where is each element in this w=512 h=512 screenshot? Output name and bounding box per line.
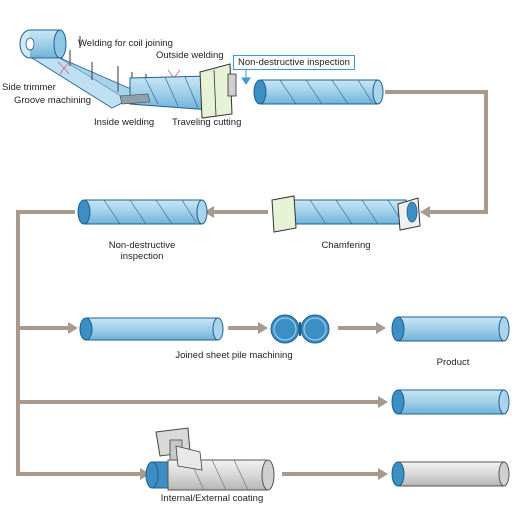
pipe-ndi-row2	[77, 199, 208, 225]
label-welding-for-coil-joining: Welding for coil joining	[78, 38, 173, 49]
label-internal-external-coating: Internal/External coating	[160, 493, 264, 504]
coil-roll	[19, 29, 67, 59]
label-outside-welding: Outside welding	[156, 50, 224, 61]
label-side-trimmer: Side trimmer	[2, 82, 56, 93]
joined-sheet-pile-icon	[270, 314, 330, 344]
pipe-product	[391, 316, 510, 342]
pipe-coated-final	[391, 461, 510, 487]
flow-lines	[16, 90, 488, 476]
label-groove-machining: Groove machining	[14, 95, 92, 106]
label-non-destructive-inspection-top: Non-destructive inspection	[233, 55, 355, 70]
label-inside-welding: Inside welding	[94, 117, 155, 128]
pipe-chamfering	[271, 195, 421, 233]
pipe-row3-left	[79, 317, 224, 341]
label-joined-sheet-pile-machining: Joined sheet pile machining	[175, 350, 293, 361]
label-ndi-line1: Non-destructive	[108, 240, 176, 251]
traveling-cutter	[199, 63, 237, 119]
coating-machine	[145, 427, 275, 491]
formed-spiral-pipe	[119, 75, 211, 111]
pipe-row1	[253, 79, 384, 105]
label-product: Product	[436, 357, 470, 368]
label-ndi-line2: inspection	[120, 251, 164, 262]
pipe-row4	[391, 389, 510, 415]
label-chamfering: Chamfering	[321, 240, 371, 251]
flow-arrowheads	[68, 206, 430, 480]
label-traveling-cutting: Traveling cutting	[172, 117, 242, 128]
